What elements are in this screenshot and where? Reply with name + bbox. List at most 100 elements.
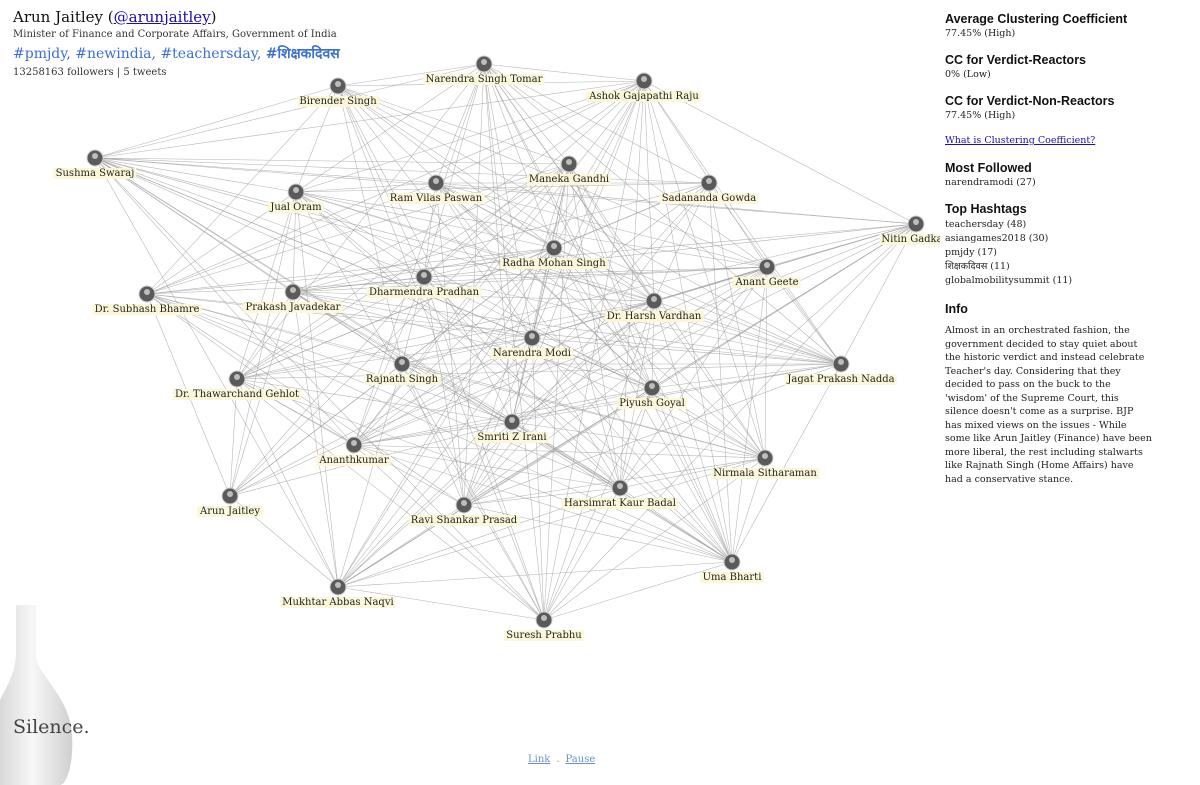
graph-edge xyxy=(709,183,841,364)
graph-node[interactable]: Ravi Shankar Prasad xyxy=(409,497,520,526)
avatar-head xyxy=(913,219,919,225)
graph-node[interactable]: Harsimrat Kaur Badal xyxy=(562,480,678,509)
node-label: Sushma Swaraj xyxy=(56,168,135,179)
pause-button[interactable]: Pause xyxy=(566,754,596,765)
node-label: Jagat Prakash Nadda xyxy=(786,374,894,385)
graph-node[interactable]: Sushma Swaraj xyxy=(54,150,137,179)
profile-hashtags: #pmjdy, #newindia, #teachersday, #शिक्षक… xyxy=(13,44,340,63)
avatar-head xyxy=(641,76,647,82)
avg-cc-title: Average Clustering Coefficient xyxy=(945,12,1153,26)
graph-edge xyxy=(424,64,484,277)
graph-edge xyxy=(532,224,916,338)
cc-reactors-title: CC for Verdict-Reactors xyxy=(945,53,1153,67)
node-label: Piyush Goyal xyxy=(619,398,685,409)
followers-count: 13258163 followers xyxy=(13,67,114,78)
avg-cc-value: 77.45% (High) xyxy=(945,28,1153,39)
graph-node[interactable]: Piyush Goyal xyxy=(617,380,687,409)
graph-nodes: Narendra Singh TomarAshok Gajapathi Raju… xyxy=(54,56,940,641)
graph-edge xyxy=(484,64,554,248)
graph-node[interactable]: Ashok Gajapathi Raju xyxy=(586,73,701,102)
avatar-head xyxy=(729,557,735,563)
avatar-head xyxy=(651,296,657,302)
avatar-head xyxy=(617,483,623,489)
node-label: Ravi Shankar Prasad xyxy=(411,515,518,526)
hashtag-link[interactable]: #teachersday xyxy=(160,46,256,62)
avatar-head xyxy=(461,500,467,506)
graph-edge xyxy=(464,505,732,562)
hashtag-link[interactable]: #शिक्षकदिवस xyxy=(266,46,340,62)
avatar-head xyxy=(706,178,712,184)
vase-illustration xyxy=(0,605,80,785)
avatar-head xyxy=(509,417,515,423)
node-label: Dr. Subhash Bhamre xyxy=(95,304,200,315)
graph-edge xyxy=(765,267,767,458)
list-item: teachersday (48) xyxy=(945,218,1153,232)
info-title: Info xyxy=(945,302,1153,316)
graph-edge xyxy=(512,164,569,422)
cc-non-reactors-value: 77.45% (High) xyxy=(945,110,1153,121)
hashtag-link[interactable]: #pmjdy xyxy=(13,46,66,62)
stats-separator: | xyxy=(117,67,120,78)
graph-edge xyxy=(569,164,652,388)
graph-node[interactable]: Nirmala Sitharaman xyxy=(711,450,819,479)
avatar-head xyxy=(764,262,770,268)
cc-reactors-value: 0% (Low) xyxy=(945,69,1153,80)
playback-controls: Link. Pause xyxy=(528,754,595,765)
graph-node[interactable]: Arun Jaitley xyxy=(197,488,262,517)
graph-edge xyxy=(296,192,338,587)
list-item: asiangames2018 (30) xyxy=(945,232,1153,246)
node-label: Sadananda Gowda xyxy=(662,193,757,204)
graph-edge xyxy=(147,86,338,294)
avatar-head xyxy=(335,81,341,87)
profile-header: Arun Jaitley (@arunjaitley) Minister of … xyxy=(13,8,340,78)
graph-node[interactable]: Sadananda Gowda xyxy=(660,175,759,204)
cc-non-reactors-title: CC for Verdict-Non-Reactors xyxy=(945,94,1153,108)
list-item: pmjdy (17) xyxy=(945,246,1153,260)
node-label: Uma Bharti xyxy=(703,572,762,583)
stats-sidebar: Average Clustering Coefficient 77.45% (H… xyxy=(945,12,1153,486)
graph-edge xyxy=(569,164,620,488)
cc-explainer-link[interactable]: What is Clustering Coefficient? xyxy=(945,135,1095,146)
avatar-head xyxy=(399,359,405,365)
avatar-head xyxy=(421,272,427,278)
graph-edge xyxy=(436,183,841,364)
list-item: globalmobilitysummit (11) xyxy=(945,274,1153,288)
graph-edge xyxy=(230,192,296,496)
node-label: Radha Mohan Singh xyxy=(502,258,606,269)
avatar-head xyxy=(529,333,535,339)
profile-stats: 13258163 followers | 5 tweets xyxy=(13,67,340,78)
node-label: Smriti Z Irani xyxy=(477,432,546,443)
node-label: Ananthkumar xyxy=(318,455,388,466)
page-title: Silence. xyxy=(13,716,90,738)
graph-node[interactable]: Dr. Thawarchand Gehlot xyxy=(173,371,301,400)
most-followed-value: narendramodi (27) xyxy=(945,177,1153,188)
profile-handle-link[interactable]: @arunjaitley xyxy=(114,8,211,26)
avatar-head xyxy=(234,374,240,380)
graph-edge xyxy=(338,86,841,364)
hashtag-link[interactable]: #newindia xyxy=(75,46,151,62)
graph-node[interactable]: Rajnath Singh xyxy=(364,356,441,385)
avatar-head xyxy=(762,453,768,459)
node-label: Jual Oram xyxy=(269,202,322,213)
avatar-head xyxy=(541,615,547,621)
avatar-head xyxy=(566,159,572,165)
node-label: Birender Singh xyxy=(299,96,377,107)
avatar-head xyxy=(838,359,844,365)
graph-edge xyxy=(95,158,338,587)
profile-name: Arun Jaitley xyxy=(13,8,103,26)
link-button[interactable]: Link xyxy=(528,754,550,765)
controls-separator: . xyxy=(556,754,559,765)
graph-node[interactable]: Suresh Prabhu xyxy=(504,612,584,641)
node-label: Mukhtar Abbas Naqvi xyxy=(282,597,393,608)
graph-edge xyxy=(464,338,532,505)
info-text: Almost in an orchestrated fashion, the g… xyxy=(945,324,1153,486)
node-label: Dharmendra Pradhan xyxy=(369,287,480,298)
avatar-head xyxy=(433,178,439,184)
node-label: Dr. Harsh Vardhan xyxy=(607,311,702,322)
node-label: Ram Vilas Paswan xyxy=(390,193,483,204)
node-label: Arun Jaitley xyxy=(199,506,260,517)
graph-edge xyxy=(95,158,402,364)
graph-edge xyxy=(338,86,554,248)
node-label: Narendra Modi xyxy=(493,348,571,359)
